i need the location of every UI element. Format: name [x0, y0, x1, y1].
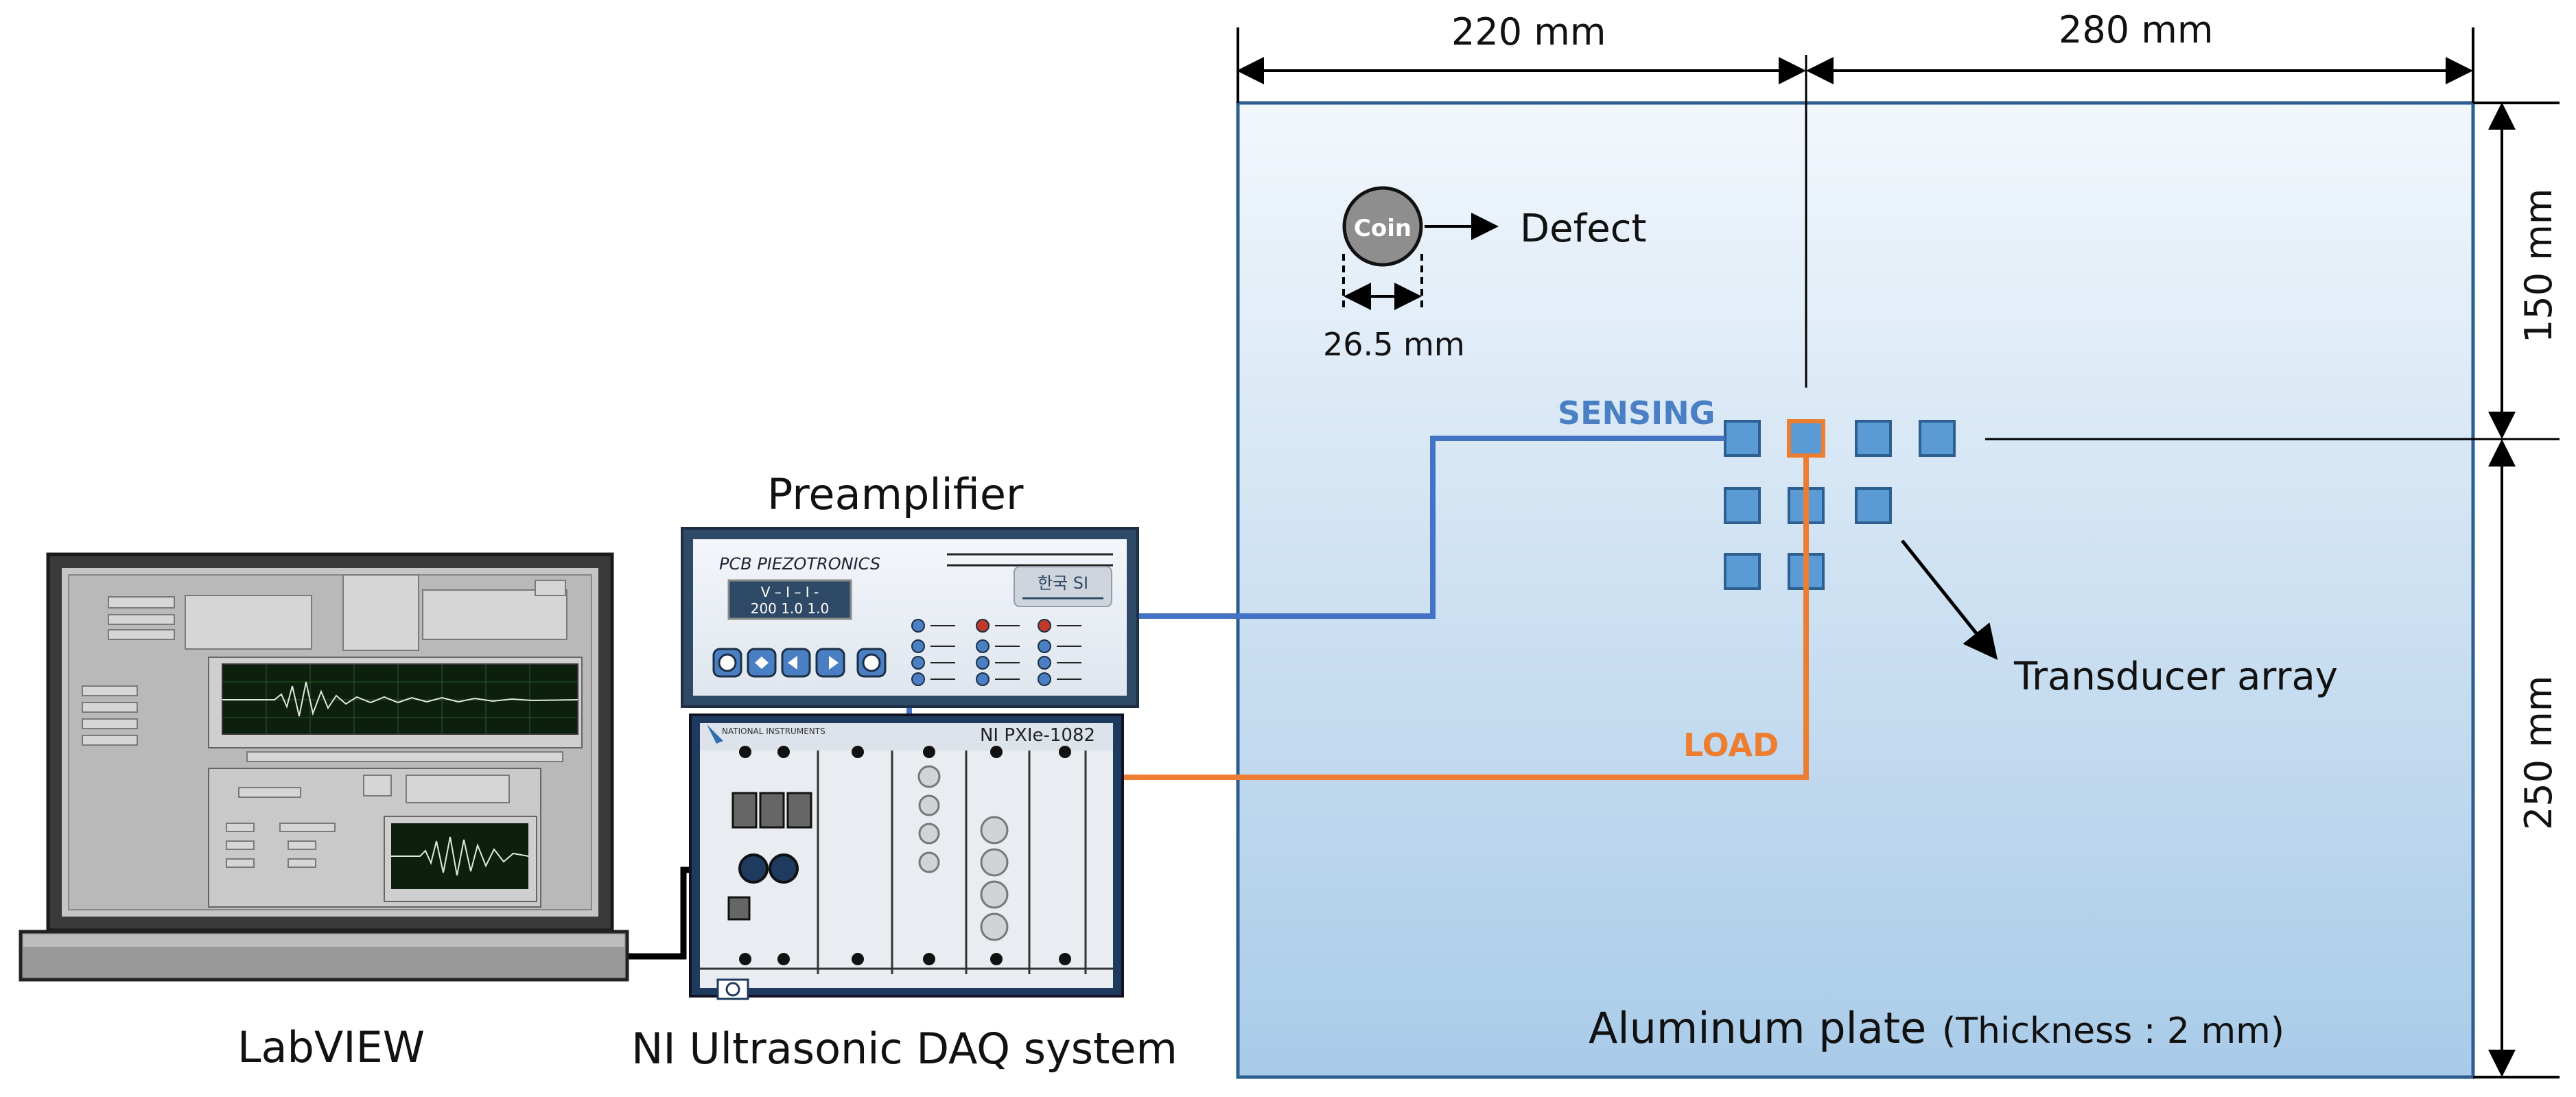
transducer-sensing: [1724, 420, 1761, 457]
daq-label: NI Ultrasonic DAQ system: [631, 1024, 1178, 1074]
transducer-array-label: Transducer array: [2013, 654, 2338, 699]
dimension-top-right: 280 mm: [2059, 8, 2213, 51]
defect-label: Defect: [1520, 207, 1647, 251]
coin-label: Coin: [1354, 215, 1412, 242]
plate-body: [1236, 101, 2475, 1079]
dimension-lines: [1237, 27, 2560, 1078]
labview-screen: [82, 574, 583, 908]
transducer-element: [1855, 487, 1892, 524]
aluminum-plate: Aluminum plate (Thickness : 2 mm): [1236, 101, 2475, 1079]
preamplifier-device: PCB PIEZOTRONICS V – I – I - 200 1.0 1.0…: [681, 527, 1139, 708]
coin-diameter: 26.5 mm: [1323, 326, 1465, 363]
sensing-label: SENSING: [1558, 394, 1716, 432]
transducer-element: [1724, 553, 1761, 590]
preamp-korean-label: 한국 SI: [1038, 574, 1088, 593]
daq-vendor: NATIONAL INSTRUMENTS: [722, 727, 826, 736]
ni-daq-chassis: NATIONAL INSTRUMENTS NI PXIe-1082: [689, 713, 1124, 1000]
dimension-right-lower: 250 mm: [2517, 676, 2560, 830]
transducer-element: [1919, 420, 1956, 457]
coin-icon: [1342, 186, 1423, 267]
preamp-display: [727, 579, 852, 620]
load-label: LOAD: [1683, 727, 1779, 764]
preamp-display-line2: 200 1.0 1.0: [751, 600, 830, 617]
dimension-right-upper: 150 mm: [2517, 189, 2560, 343]
load-cable: [929, 456, 1809, 780]
coin-defect: Coin 26.5 mm Defect: [1323, 186, 1647, 363]
dimension-top-left: 220 mm: [1451, 10, 1606, 54]
preamp-brand: PCB PIEZOTRONICS: [719, 554, 880, 574]
preamp-leds: [911, 619, 1081, 686]
preamp-display-line1: V – I – I -: [761, 584, 819, 600]
plate-thickness-note: (Thickness : 2 mm): [1942, 1011, 2284, 1052]
preamp-knobs: [712, 648, 887, 678]
plate-label: Aluminum plate: [1589, 1003, 1926, 1053]
transducer-element: [1724, 487, 1761, 524]
laptop: [19, 552, 629, 982]
labview-label: LabVIEW: [237, 1022, 425, 1072]
preamp-badge: [1014, 566, 1112, 607]
transducer-load: [1787, 419, 1825, 458]
preamplifier-label: Preamplifier: [767, 469, 1024, 519]
daq-model: NI PXIe-1082: [980, 725, 1095, 746]
transducer-element: [1855, 420, 1892, 457]
